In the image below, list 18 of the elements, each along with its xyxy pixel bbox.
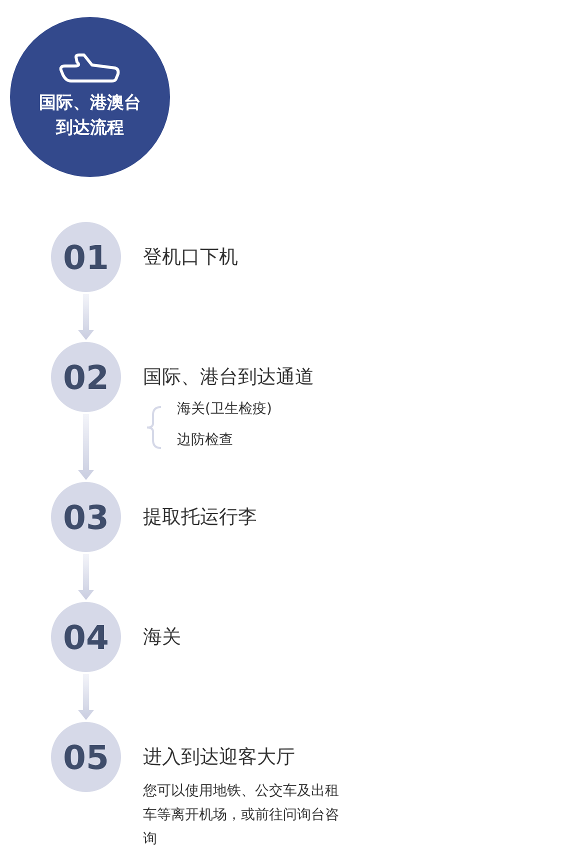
header-title: 国际、港澳台到达流程 bbox=[38, 92, 142, 140]
step-title: 国际、港台到达通道 bbox=[143, 365, 314, 390]
step-title: 提取托运行李 bbox=[143, 505, 257, 530]
sub-step-text: 海关(卫生检疫) bbox=[177, 400, 272, 418]
arrow bbox=[78, 674, 94, 720]
step-number: 05 bbox=[63, 738, 109, 776]
step-title: 登机口下机 bbox=[143, 245, 238, 270]
arrow bbox=[78, 414, 94, 480]
step-title: 进入到达迎客大厅 bbox=[143, 745, 295, 770]
arrow bbox=[78, 554, 94, 600]
step-number: 04 bbox=[63, 618, 109, 656]
step-number: 03 bbox=[63, 498, 109, 536]
step-description: 您可以使用地铁、公交车及出租车等离开机场，或前往问询台咨询 bbox=[143, 782, 340, 849]
arrow bbox=[78, 294, 94, 340]
sub-step-text: 边防检查 bbox=[177, 431, 233, 449]
step-number: 01 bbox=[63, 238, 109, 276]
step-title: 海关 bbox=[143, 625, 181, 650]
step-number: 02 bbox=[63, 358, 109, 396]
